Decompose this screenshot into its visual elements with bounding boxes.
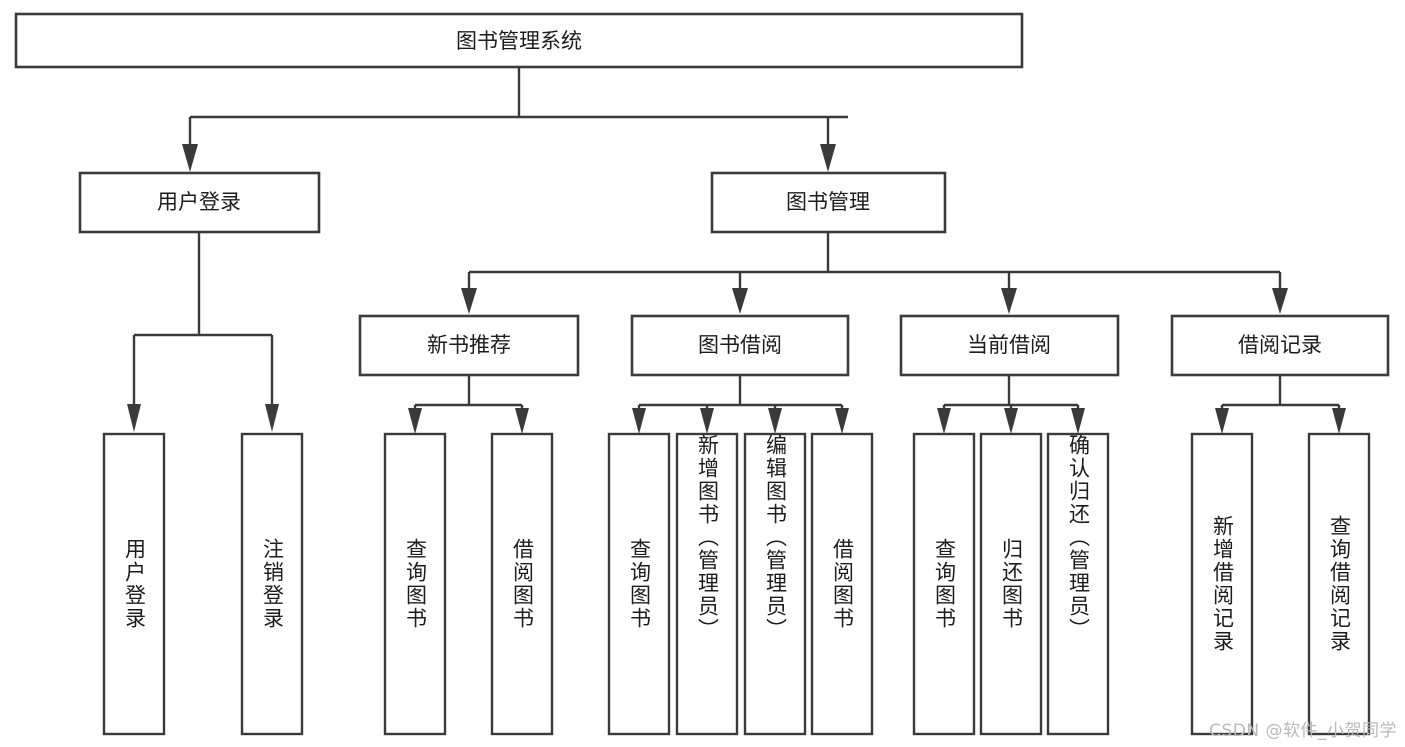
leaf-box-borrow-record-1[interactable] <box>1190 432 1254 736</box>
edges-user-login-to-leaves <box>127 232 279 432</box>
arrow-bm-c3 <box>1001 288 1017 314</box>
book-borrow-label: 图书借阅 <box>698 333 782 357</box>
leaf-box-current-borrow-1[interactable] <box>912 432 976 736</box>
leaf-box-borrow-record-2[interactable] <box>1307 432 1371 736</box>
borrow-record-label: 借阅记录 <box>1238 333 1322 357</box>
leaf-boxes-borrow-record <box>1190 432 1371 736</box>
arrow-bm-c1 <box>461 288 477 314</box>
root-box[interactable] <box>14 12 1024 69</box>
leaf-boxes-book-borrow <box>607 432 874 736</box>
leaf-box-book-borrow-1[interactable] <box>607 432 671 736</box>
leaf-box-current-borrow-2[interactable] <box>979 432 1043 736</box>
new-book-recommend-box[interactable] <box>358 314 580 377</box>
user-login-label: 用户登录 <box>157 190 241 214</box>
node-book-management[interactable]: 图书管理 <box>710 171 947 234</box>
arrow-nb-l2 <box>515 408 529 434</box>
node-user-login[interactable]: 用户登录 <box>78 171 321 234</box>
edges-book-mgmt-to-level3 <box>461 232 1288 314</box>
book-management-label: 图书管理 <box>786 190 870 214</box>
user-login-box[interactable] <box>78 171 321 234</box>
edges-borrow-record-to-leaves <box>1215 375 1346 434</box>
arrow-nb-l1 <box>408 408 422 434</box>
arrow-bb-l1 <box>632 408 646 434</box>
arrow-cb-l1 <box>937 408 951 434</box>
arrow-to-book-mgmt <box>820 144 836 172</box>
current-borrow-label: 当前借阅 <box>967 333 1051 357</box>
current-borrow-box[interactable] <box>899 314 1120 377</box>
node-current-borrow[interactable]: 当前借阅 <box>899 314 1120 377</box>
borrow-record-box[interactable] <box>1170 314 1390 377</box>
node-new-book-recommend[interactable]: 新书推荐 <box>358 314 580 377</box>
leaf-box-new-book-2[interactable] <box>490 432 554 736</box>
leaf-box-book-borrow-3[interactable] <box>743 432 807 736</box>
leaf-box-book-borrow-2[interactable] <box>675 432 739 736</box>
arrow-br-l1 <box>1215 408 1229 434</box>
edges-new-book-to-leaves <box>408 375 529 434</box>
edges-root-to-level2 <box>182 67 848 172</box>
leaf-box-user-login-1[interactable] <box>102 432 166 736</box>
leaf-box-new-book-1[interactable] <box>383 432 447 736</box>
node-root[interactable]: 图书管理系统 <box>14 12 1024 69</box>
leaf-box-book-borrow-4[interactable] <box>810 432 874 736</box>
node-book-borrow[interactable]: 图书借阅 <box>630 314 850 377</box>
arrow-br-l2 <box>1332 408 1346 434</box>
arrow-bb-l2 <box>700 408 714 434</box>
arrow-bb-l3 <box>768 408 782 434</box>
node-borrow-record[interactable]: 借阅记录 <box>1170 314 1390 377</box>
root-label: 图书管理系统 <box>456 29 582 53</box>
leaf-boxes-current-borrow <box>912 432 1110 736</box>
leaf-box-current-borrow-3[interactable] <box>1046 432 1110 736</box>
edges-current-borrow-to-leaves <box>937 375 1085 434</box>
arrow-cb-l3 <box>1071 408 1085 434</box>
csdn-watermark: CSDN @软件_小贺同学 <box>1209 721 1397 741</box>
arrow-bm-c2 <box>732 288 748 314</box>
arrow-to-user-login <box>182 144 198 172</box>
edges-book-borrow-to-leaves <box>632 375 849 434</box>
book-borrow-box[interactable] <box>630 314 850 377</box>
new-book-recommend-label: 新书推荐 <box>427 333 511 357</box>
leaf-boxes-user-login <box>102 432 304 736</box>
leaf-boxes-new-book <box>383 432 554 736</box>
arrow-user-login-l1 <box>127 404 141 432</box>
arrow-user-login-l2 <box>265 404 279 432</box>
book-management-box[interactable] <box>710 171 947 234</box>
arrow-bb-l4 <box>835 408 849 434</box>
arrow-cb-l2 <box>1004 408 1018 434</box>
leaf-box-user-login-2[interactable] <box>240 432 304 736</box>
arrow-bm-c4 <box>1272 288 1288 314</box>
